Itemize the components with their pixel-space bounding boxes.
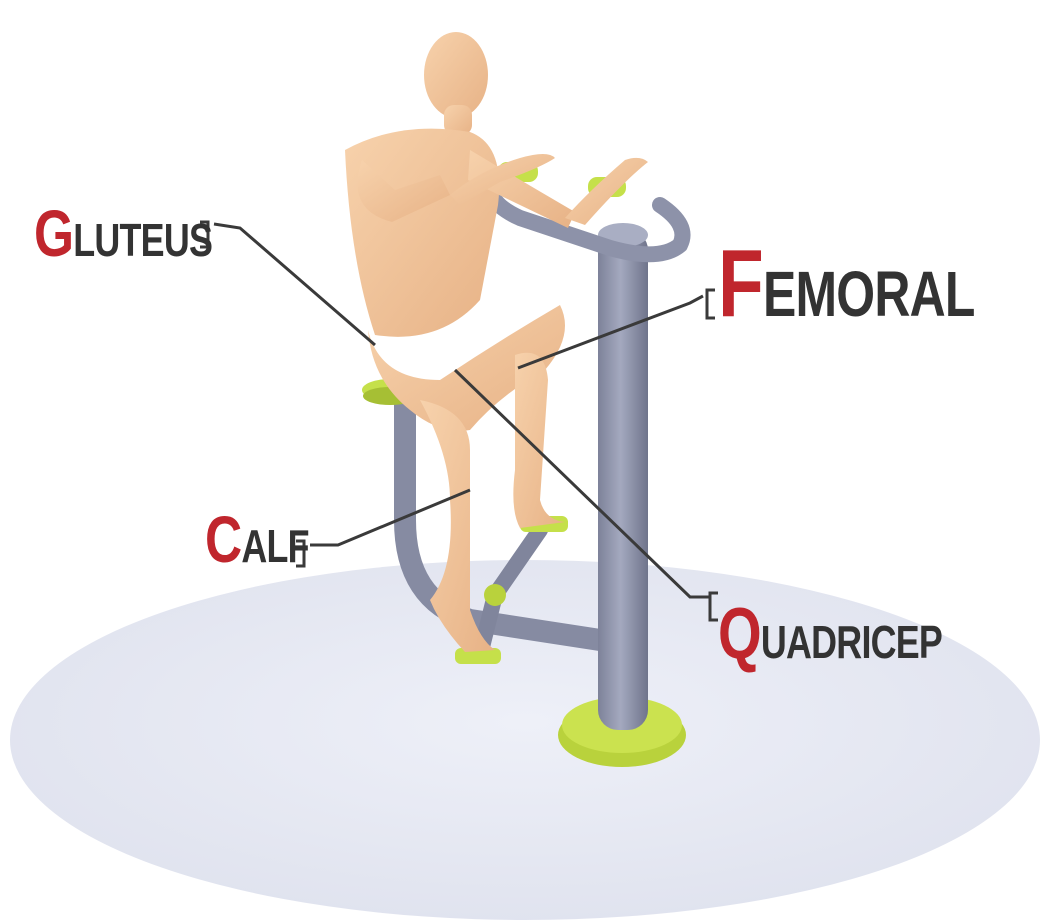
label-calf-initial: C <box>205 502 241 576</box>
label-femoral-rest: EMORAL <box>763 258 975 330</box>
label-quadricep-initial: Q <box>718 594 761 674</box>
label-calf-rest: ALF <box>241 520 308 572</box>
label-gluteus-initial: G <box>34 196 73 270</box>
gluteus-leader <box>214 224 375 345</box>
main-pole <box>598 230 648 730</box>
label-calf: CALF <box>205 506 309 572</box>
calf-leader <box>310 490 470 545</box>
label-femoral: FEMORAL <box>718 236 975 332</box>
label-quadricep-rest: UADRICEP <box>761 616 942 668</box>
label-femoral-initial: F <box>718 230 763 337</box>
label-gluteus: GLUTEUS <box>34 200 212 266</box>
label-gluteus-rest: LUTEUS <box>73 214 212 266</box>
label-quadricep: QUADRICEP <box>718 598 942 670</box>
